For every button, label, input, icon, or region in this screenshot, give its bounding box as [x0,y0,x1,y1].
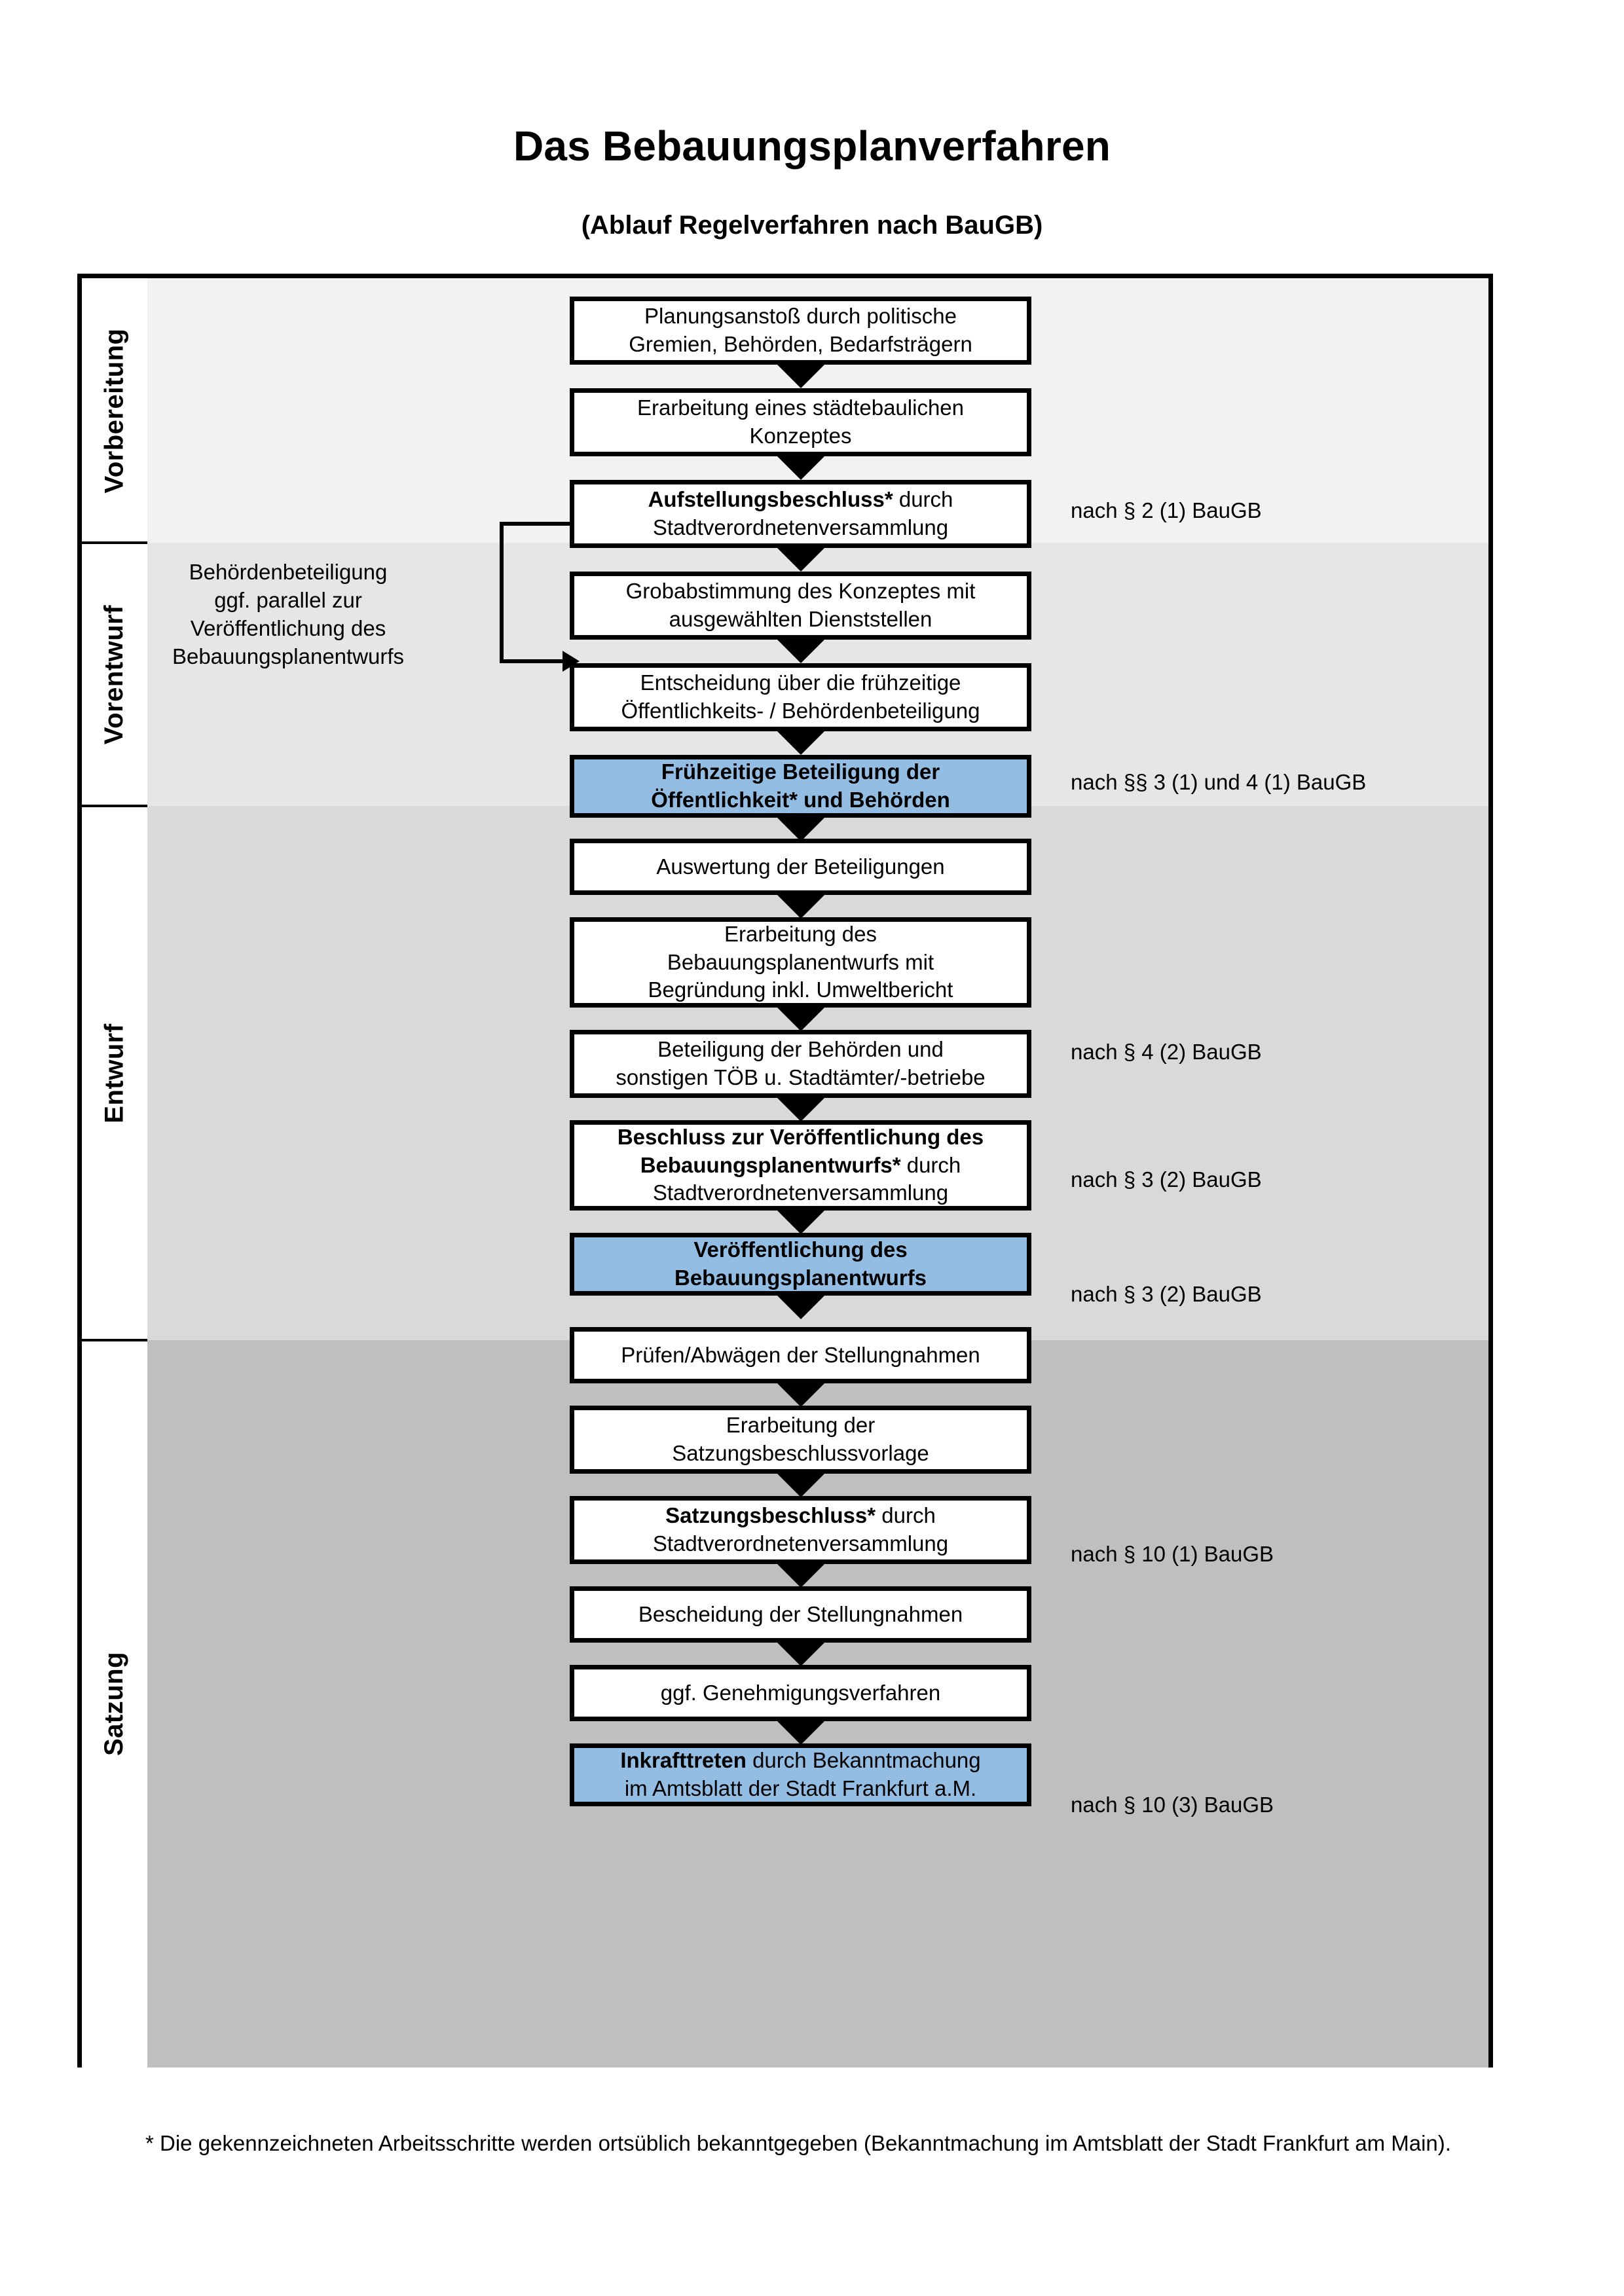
box-text-line: Entscheidung über die frühzeitige [640,670,961,695]
box-text-line: Erarbeitung eines städtebaulichen [637,395,964,420]
box-text-line: Stadtverordnetenversammlung [652,1180,949,1205]
phase-divider [82,1339,147,1341]
box-text-line: Satzungsbeschluss* durch [665,1503,936,1528]
box-text-line: Bescheidung der Stellungnahmen [638,1601,963,1626]
box-text-line: Konzeptes [749,424,852,448]
side-note-line: ggf. parallel zur [214,587,362,612]
phase-cell-vorbereitung: Vorbereitung [82,278,147,543]
legal-reference-ref-par2-1: nach § 2 (1) BauGB [1071,498,1262,522]
box-text-line: ggf. Genehmigungsverfahren [660,1680,941,1705]
process-box-pruefen-abwaegen[interactable]: Prüfen/Abwägen der Stellungnahmen [570,1327,1031,1383]
legal-reference-ref-par3-2b: nach § 3 (2) BauGB [1071,1282,1262,1306]
process-box-genehmigungsverfahren[interactable]: ggf. Genehmigungsverfahren [570,1665,1031,1721]
phase-label-vorbereitung: Vorbereitung [100,328,129,493]
box-text-line: Bebauungsplanentwurfs* durch [640,1152,961,1177]
box-text-line: Gremien, Behörden, Bedarfsträgern [629,332,972,356]
box-text: Auswertung der Beteiligungen [656,853,944,881]
box-text-line: Inkrafttreten durch Bekanntmachung [620,1748,981,1773]
phase-cell-satzung: Satzung [82,1340,147,2068]
box-text-line: Prüfen/Abwägen der Stellungnahmen [621,1342,980,1367]
legal-reference-ref-par10-1: nach § 10 (1) BauGB [1071,1542,1274,1566]
box-text-line: Öffentlichkeit* und Behörden [651,788,950,812]
box-text: Beteiligung der Behörden und sonstigen TÖ… [616,1036,985,1092]
process-box-beteiligung-behoerden-toeb[interactable]: Beteiligung der Behörden und sonstigen TÖ… [570,1030,1031,1098]
box-text-line: Frühzeitige Beteiligung der [661,759,940,784]
box-text-line: Stadtverordnetenversammlung [652,1531,949,1556]
branch-line-top [500,522,580,526]
side-note-line: Veröffentlichung des [190,615,386,640]
legal-reference-ref-par4-2: nach § 4 (2) BauGB [1071,1040,1262,1064]
side-note-line: Bebauungsplanentwurfs [172,644,405,668]
side-note-behoerdenbeteiligung: Behördenbeteiligung ggf. parallel zur Ve… [154,558,422,671]
box-text-line: Grobabstimmung des Konzeptes mit [625,579,976,604]
legal-reference-ref-par3-4: nach §§ 3 (1) und 4 (1) BauGB [1071,770,1367,794]
box-text-line: im Amtsblatt der Stadt Frankfurt a.M. [624,1776,977,1800]
box-text-line: Erarbeitung des [724,921,877,946]
branch-line-vertical [500,522,504,663]
box-text: ggf. Genehmigungsverfahren [661,1679,940,1707]
box-text-line: Bebauungsplanentwurfs mit [667,949,934,974]
box-text-line: Bebauungsplanentwurfs [674,1266,927,1290]
process-box-inkrafttreten[interactable]: Inkrafttreten durch Bekanntmachung im Amt… [570,1743,1031,1806]
legal-reference-ref-par3-2a: nach § 3 (2) BauGB [1071,1167,1262,1192]
box-text-line: Stadtverordnetenversammlung [652,515,949,539]
box-text-line: Auswertung der Beteiligungen [656,854,945,879]
box-text-line: Veröffentlichung des [693,1237,908,1262]
box-text-line: Erarbeitung der [726,1413,876,1438]
box-text-line: ausgewählten Dienststellen [669,607,932,631]
box-text: Inkrafttreten durch Bekanntmachung im Amt… [620,1747,980,1803]
box-text-line: Planungsanstoß durch politische [644,304,957,329]
box-text-line: Beteiligung der Behörden und [657,1037,944,1062]
box-text-line: sonstigen TÖB u. Stadtämter/-betriebe [616,1065,986,1089]
box-text: Grobabstimmung des Konzeptes mit ausgewäh… [626,577,976,634]
legal-reference-ref-par10-3: nach § 10 (3) BauGB [1071,1793,1274,1817]
phase-divider [82,541,147,544]
box-text-line: Begründung inkl. Umweltbericht [648,977,953,1002]
phase-divider [82,805,147,807]
box-text: Prüfen/Abwägen der Stellungnahmen [621,1341,980,1370]
phase-label-vorentwurf: Vorentwurf [100,604,129,744]
side-note-line: Behördenbeteiligung [189,560,388,584]
page-subtitle: (Ablauf Regelverfahren nach BauGB) [581,211,1043,240]
process-box-bescheidung-stellungnahmen[interactable]: Bescheidung der Stellungnahmen [570,1586,1031,1643]
footnote: * Die gekennzeichneten Arbeitsschritte w… [145,2131,1451,2155]
process-box-auswertung-beteiligungen[interactable]: Auswertung der Beteiligungen [570,839,1031,895]
phase-cell-vorentwurf: Vorentwurf [82,543,147,806]
phase-label-satzung: Satzung [100,1651,129,1757]
box-text: Bescheidung der Stellungnahmen [638,1601,963,1629]
process-box-grobabstimmung[interactable]: Grobabstimmung des Konzeptes mit ausgewäh… [570,572,1031,640]
box-text-line: Öffentlichkeits- / Behördenbeteiligung [621,699,980,723]
box-text-line: Aufstellungsbeschluss* durch [648,487,953,512]
page-title: Das Bebauungsplanverfahren [513,122,1111,170]
box-text-line: Satzungsbeschlussvorlage [672,1441,929,1465]
phase-cell-entwurf: Entwurf [82,806,147,1340]
box-text-line: Beschluss zur Veröffentlichung des [617,1124,984,1149]
phase-label-entwurf: Entwurf [100,1023,129,1123]
branch-line-bottom [500,659,563,663]
